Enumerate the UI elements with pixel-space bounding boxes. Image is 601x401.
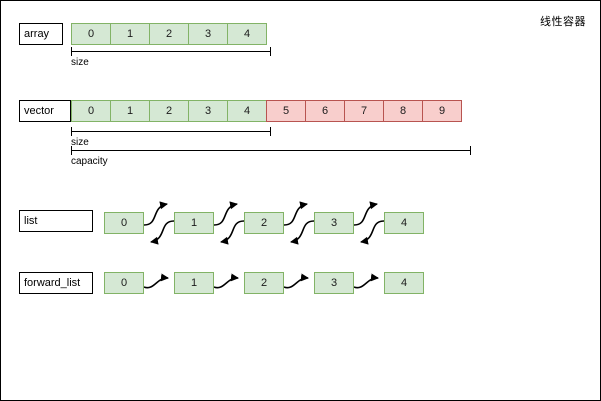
vector-cell-used: 4 <box>227 100 267 122</box>
forward-list-node: 4 <box>384 272 424 294</box>
forward-list-node: 1 <box>174 272 214 294</box>
list-forward-link <box>283 201 308 226</box>
array-cell: 2 <box>149 23 189 45</box>
list-backward-link <box>150 220 175 245</box>
array-cell: 4 <box>227 23 267 45</box>
row-label-forward-list: forward_list <box>19 272 93 294</box>
vector-size-label: size <box>71 137 89 148</box>
vector-capacity-bracket <box>71 146 471 155</box>
list-node: 4 <box>384 212 424 234</box>
array-size-label: size <box>71 57 89 68</box>
row-label-list: list <box>19 210 93 232</box>
vector-cell-used: 1 <box>110 100 150 122</box>
vector-cell-spare: 9 <box>422 100 462 122</box>
array-cell: 3 <box>188 23 228 45</box>
array-cells: 0 1 2 3 4 <box>71 23 267 45</box>
forward-list-node: 0 <box>104 272 144 294</box>
forward-list-link <box>213 273 239 289</box>
row-label-vector-text: vector <box>24 105 54 117</box>
bracket-bar <box>71 150 471 151</box>
list-forward-link <box>213 201 238 226</box>
vector-capacity-label: capacity <box>71 156 108 167</box>
vector-cell-spare: 5 <box>266 100 306 122</box>
row-label-forward-list-text: forward_list <box>24 277 81 289</box>
vector-cell-used: 0 <box>71 100 111 122</box>
forward-list-node: 3 <box>314 272 354 294</box>
vector-cell-used: 2 <box>149 100 189 122</box>
vector-cell-spare: 6 <box>305 100 345 122</box>
vector-cell-spare: 8 <box>383 100 423 122</box>
list-node: 3 <box>314 212 354 234</box>
list-forward-link <box>353 201 378 226</box>
forward-list-link <box>283 273 309 289</box>
bracket-tick-left <box>71 146 72 155</box>
row-label-array: array <box>19 23 63 45</box>
bracket-tick-left <box>71 127 72 136</box>
list-node: 2 <box>244 212 284 234</box>
bracket-tick-left <box>71 47 72 56</box>
bracket-tick-right <box>270 127 271 136</box>
vector-cells: 0 1 2 3 4 5 6 7 8 9 <box>71 100 462 122</box>
forward-list-link <box>353 273 379 289</box>
list-node: 0 <box>104 212 144 234</box>
forward-list-node: 2 <box>244 272 284 294</box>
array-cell: 0 <box>71 23 111 45</box>
vector-cell-spare: 7 <box>344 100 384 122</box>
vector-cell-used: 3 <box>188 100 228 122</box>
row-label-vector: vector <box>19 100 71 122</box>
list-backward-link <box>220 220 245 245</box>
bracket-bar <box>71 51 271 52</box>
bracket-tick-right <box>470 146 471 155</box>
list-node: 1 <box>174 212 214 234</box>
row-label-list-text: list <box>24 215 38 227</box>
vector-size-bracket <box>71 127 271 136</box>
list-backward-link <box>290 220 315 245</box>
forward-list-link <box>143 273 169 289</box>
bracket-tick-right <box>270 47 271 56</box>
list-backward-link <box>360 220 385 245</box>
list-forward-link <box>143 201 168 226</box>
bracket-bar <box>71 131 271 132</box>
array-size-bracket <box>71 47 271 56</box>
array-cell: 1 <box>110 23 150 45</box>
diagram-title: 线性容器 <box>540 16 586 28</box>
row-label-array-text: array <box>24 28 50 40</box>
